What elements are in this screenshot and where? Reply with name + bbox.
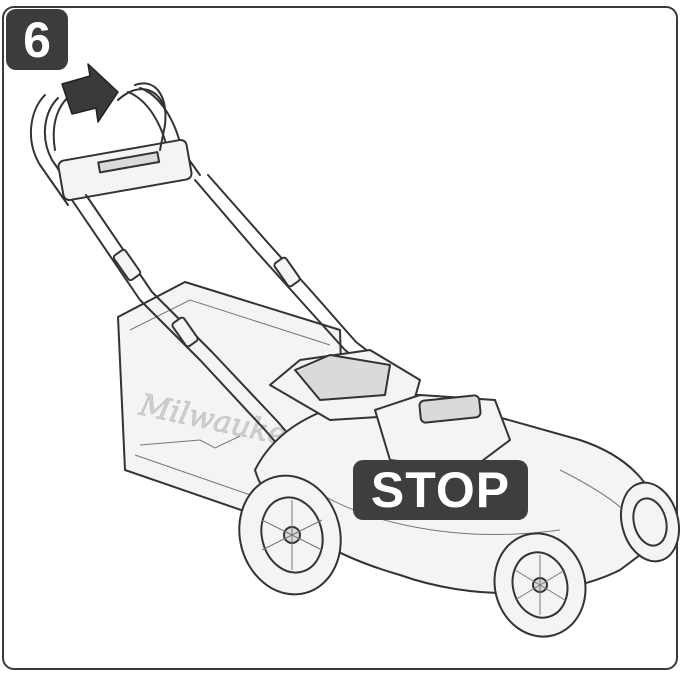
release-arrow <box>62 64 118 122</box>
stop-label: STOP <box>371 465 510 515</box>
stop-badge: STOP <box>353 460 528 520</box>
step-number-badge: 6 <box>6 9 68 70</box>
step-number: 6 <box>23 15 51 65</box>
